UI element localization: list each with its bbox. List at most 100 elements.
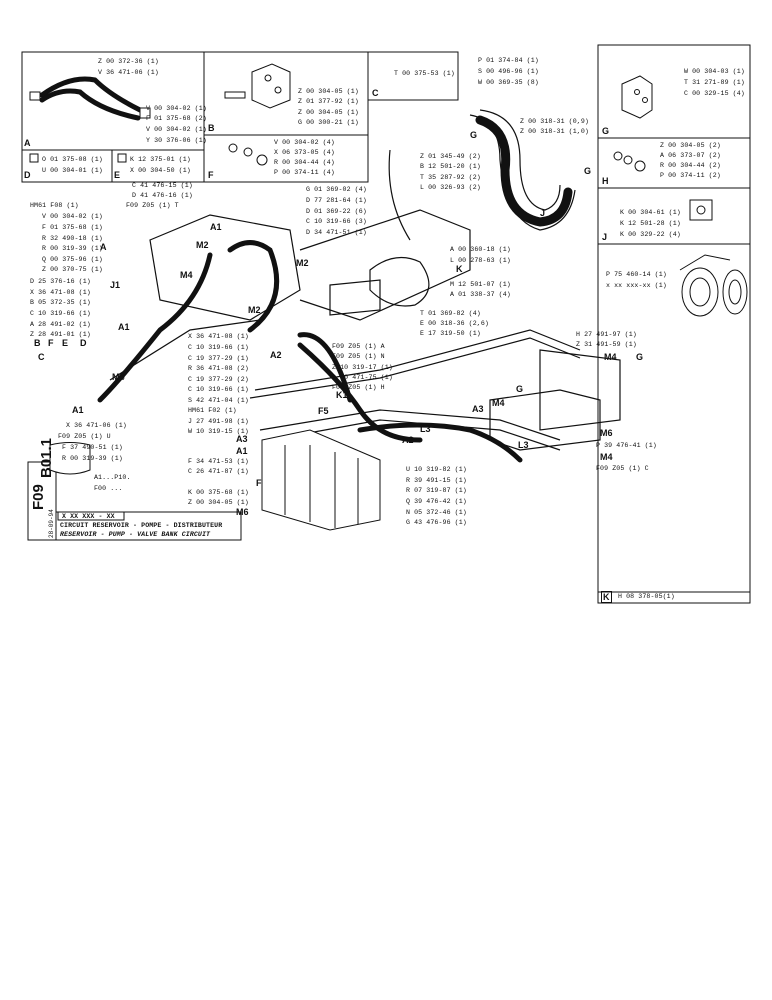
part-label: K 00 304-61 (1) — [620, 209, 681, 216]
part-label: R 36 471-08 (2) — [188, 365, 249, 372]
part-label: Z 31 491-59 (1) — [576, 341, 637, 348]
part-label: X 00 304-50 (1) — [130, 167, 191, 174]
legend-range: A1...P10. — [94, 474, 131, 481]
part-label: Z 10 319-17 (1) — [332, 364, 393, 371]
part-number: X XX XXX - XX — [62, 513, 115, 520]
part-label: x xx xxx-xx (1) — [606, 282, 667, 289]
part-label: V 00 304-02 (4) — [274, 139, 335, 146]
part-label: P 39 476-41 (1) — [596, 442, 657, 449]
part-label: X 36 471-08 (1) — [188, 333, 249, 340]
detail-column-frame — [597, 44, 751, 604]
callout-m2: M2 — [196, 240, 209, 250]
callout-m4-right: M4 — [604, 352, 617, 362]
callout-j1: J1 — [110, 280, 121, 290]
suction-hose — [475, 115, 573, 227]
part-label: Y 30 376-06 (1) — [146, 137, 207, 144]
part-label: C 19 377-29 (1) — [188, 355, 249, 362]
part-label: F 34 471-53 (1) — [188, 458, 249, 465]
main-hoses — [97, 240, 523, 463]
part-label: F 37 490-51 (1) — [62, 444, 123, 451]
fittings-detail-a — [29, 91, 151, 163]
part-label: K 00 329-22 (4) — [620, 231, 681, 238]
callout-c: C — [38, 352, 45, 362]
part-label: D 77 281-64 (1) — [306, 197, 367, 204]
part-label: R 32 490-18 (1) — [42, 235, 103, 242]
part-label: H 27 491-97 (1) — [576, 331, 637, 338]
sheet-tab-frame — [27, 461, 57, 541]
part-label: Z 00 372-36 (1) — [98, 58, 159, 65]
part-label: P 75 460-14 (1) — [606, 271, 667, 278]
part-label: V 36 471-06 (1) — [98, 69, 159, 76]
ref-label: HM61 F02 (1) — [188, 407, 237, 414]
part-label: L 00 326-93 (2) — [420, 184, 481, 191]
callout-letter-g: G — [602, 126, 610, 136]
ref-label: F09 Z05 (1) T — [126, 202, 179, 209]
main-assembly-lines — [109, 109, 621, 451]
part-label: G 43 476-96 (1) — [406, 519, 467, 526]
block-detail-b — [224, 63, 291, 166]
part-label: Q 39 476-42 (1) — [406, 498, 467, 505]
part-label: V 00 304-02 (1) — [42, 213, 103, 220]
callout-letter-h: H — [602, 176, 609, 186]
part-label: S 42 471-04 (1) — [188, 397, 249, 404]
footer-reference: H 08 378-05(1) — [618, 593, 675, 600]
callout-letter-f: F — [208, 170, 214, 180]
part-label: U 00 304-01 (1) — [42, 167, 103, 174]
part-label: L 00 278-63 (1) — [450, 257, 511, 264]
part-label: X 06 373-05 (4) — [274, 149, 335, 156]
callout-m4-left: M4 — [112, 372, 125, 382]
callout-b: B — [34, 338, 41, 348]
part-label: T 31 271-89 (1) — [684, 79, 745, 86]
callout-a2: A2 — [270, 350, 282, 360]
part-label: Z 28 491-01 (1) — [30, 331, 91, 338]
part-label: F 01 375-68 (2) — [146, 115, 207, 122]
part-label: D 40 471-75 (1) — [332, 374, 393, 381]
callout-m6-right: M6 — [600, 428, 613, 438]
part-label: B 05 372-35 (1) — [30, 299, 91, 306]
part-label: Q 00 375-96 (1) — [42, 256, 103, 263]
callout-f: F — [48, 338, 54, 348]
part-label: O 01 375-08 (1) — [42, 156, 103, 163]
detail-sketches-right — [613, 75, 748, 317]
part-number-frame — [57, 511, 125, 521]
part-label: C 10 319-66 (1) — [30, 310, 91, 317]
ref-label: F09 Z05 (1) U — [58, 433, 111, 440]
part-label: G 00 300-21 (1) — [298, 119, 359, 126]
callout-letter-d: D — [24, 170, 31, 180]
title-english: RESERVOIR - PUMP - VALVE BANK CIRCUIT — [60, 531, 211, 538]
callout-k: K — [456, 264, 463, 274]
callout-m2-right: M2 — [296, 258, 309, 268]
part-label: T 00 375-53 (1) — [394, 70, 455, 77]
callout-letter-j: J — [602, 232, 608, 242]
part-label: R 07 319-87 (1) — [406, 487, 467, 494]
callout-f5: F5 — [318, 406, 329, 416]
part-label: Z 00 370-75 (1) — [42, 266, 103, 273]
callout-g: G — [470, 130, 478, 140]
part-label: Z 00 304-05 (1) — [188, 499, 249, 506]
ref-label: F09 Z05 (1) A — [332, 343, 385, 350]
ref-label: F09 Z05 (1) H — [332, 384, 385, 391]
part-label: C 26 471-87 (1) — [188, 468, 249, 475]
callout-h-right: G — [636, 352, 644, 362]
callout-a3-right: A3 — [472, 404, 484, 414]
callout-j: J — [540, 208, 546, 218]
part-label: U 10 319-82 (1) — [406, 466, 467, 473]
callout-letter-c: C — [372, 88, 379, 98]
detail-box-b-frame — [203, 51, 369, 183]
part-label: D 25 376-16 (1) — [30, 278, 91, 285]
callout-m4: M4 — [180, 270, 193, 280]
part-label: Z 00 318-31 (0,9) — [520, 118, 589, 125]
part-label: A 00 360-18 (1) — [450, 246, 511, 253]
part-label: S 00 496-96 (1) — [478, 68, 539, 75]
part-label: C 10 319-66 (3) — [306, 218, 367, 225]
part-label: W 00 369-35 (8) — [478, 79, 539, 86]
callout-letter-e: E — [114, 170, 121, 180]
callout-m4-lower: M4 — [600, 452, 613, 462]
part-label: E 00 318-36 (2,6) — [420, 320, 489, 327]
part-label: Z 00 304-05 (2) — [660, 142, 721, 149]
part-label: T 35 287-92 (2) — [420, 174, 481, 181]
part-label: N 05 372-46 (1) — [406, 509, 467, 516]
part-label: A 01 338-37 (4) — [450, 291, 511, 298]
part-label: W 10 319-15 (1) — [188, 428, 249, 435]
